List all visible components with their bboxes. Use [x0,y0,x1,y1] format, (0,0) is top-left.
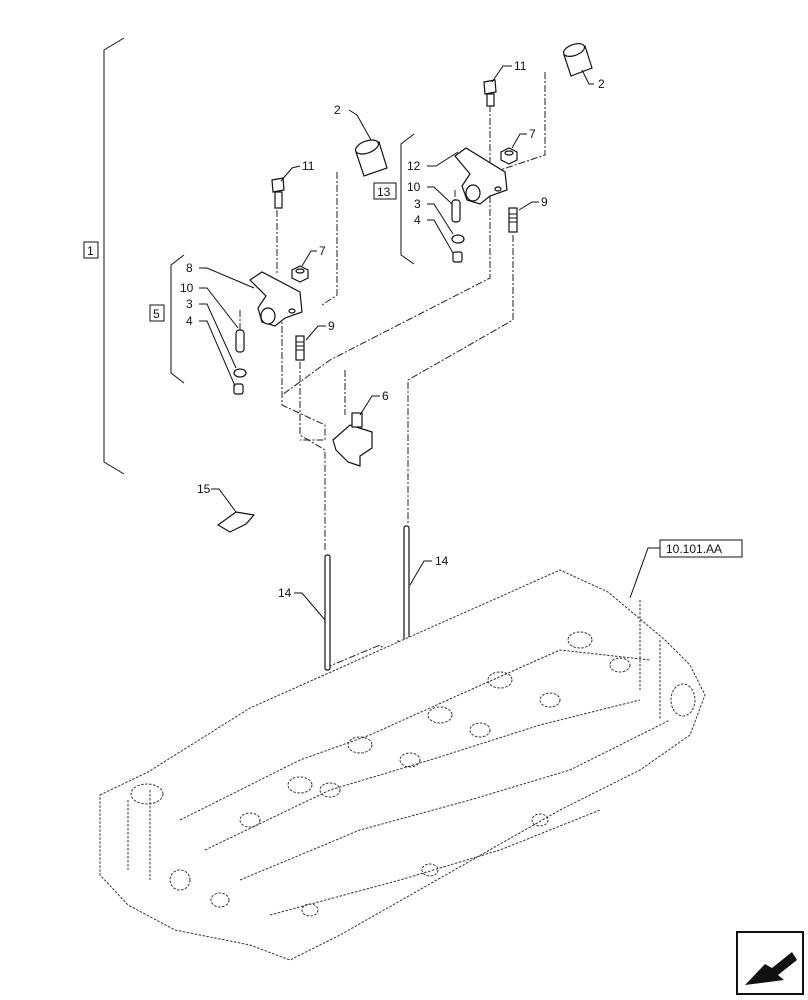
callout-8: 8 [186,261,193,275]
callout-7-right: 7 [529,127,536,141]
reference-box: 10.101.AA [659,539,743,558]
push-rod-14-left [324,554,331,671]
callout-1: 1 [87,244,94,258]
callout-2-left: 2 [334,103,341,117]
callout-15: 15 [197,482,211,496]
bolt-11-left [271,177,285,209]
callout-4-left: 4 [186,314,193,328]
ring-3-right [451,234,465,244]
callout-13: 13 [377,185,391,199]
callout-7-left: 7 [319,244,326,258]
callout-9-right: 9 [541,195,548,209]
adjusting-screw-9-left [295,335,305,361]
reference-label: 10.101.AA [666,542,722,556]
callout-9-left: 9 [328,319,335,333]
cap-4-right [452,251,463,263]
cap-4-left [233,383,244,395]
callout-labels: 2 2 11 11 7 7 8 12 10 10 3 3 4 4 9 9 6 1… [180,59,605,600]
callout-box-5 [149,304,165,322]
callout-10-right: 10 [407,180,421,194]
push-rod-14-right [403,525,410,642]
pin-10-right [451,199,461,223]
callout-box-13 [373,182,397,200]
ring-3-left [233,368,247,378]
bracket-group-5: 5 [149,254,185,384]
rocker-support-6 [332,412,373,467]
bracket-group-13: 13 [373,133,415,265]
callout-6: 6 [382,389,389,403]
callout-5: 5 [153,307,160,321]
callout-14-left: 14 [278,586,292,600]
pin-10-left [235,329,245,353]
callout-14-right: 14 [435,554,449,568]
callout-4-right: 4 [414,213,421,227]
callout-2-right: 2 [598,77,605,91]
bushing-2-right [562,43,593,77]
bolt-11-right [483,79,497,107]
adjusting-screw-9-right [508,207,518,233]
callout-3-left: 3 [186,297,193,311]
bushing-2-left [354,139,388,177]
nut-7-right [500,147,518,165]
bracket-group-1: 1 [83,37,125,475]
cylinder-head [99,569,706,961]
callout-10-left: 10 [180,281,194,295]
clip-15 [216,511,256,533]
leader-lines [199,65,660,621]
callout-11-right: 11 [514,59,527,73]
callout-box-1 [83,241,99,259]
callout-11-left: 11 [302,159,315,173]
rocker-arm-12 [454,147,508,205]
page-arrow-icon[interactable] [736,931,804,995]
callout-3-right: 3 [414,197,421,211]
callout-12: 12 [407,159,421,173]
nut-7-left [291,265,309,283]
rocker-arm-8 [249,271,303,327]
